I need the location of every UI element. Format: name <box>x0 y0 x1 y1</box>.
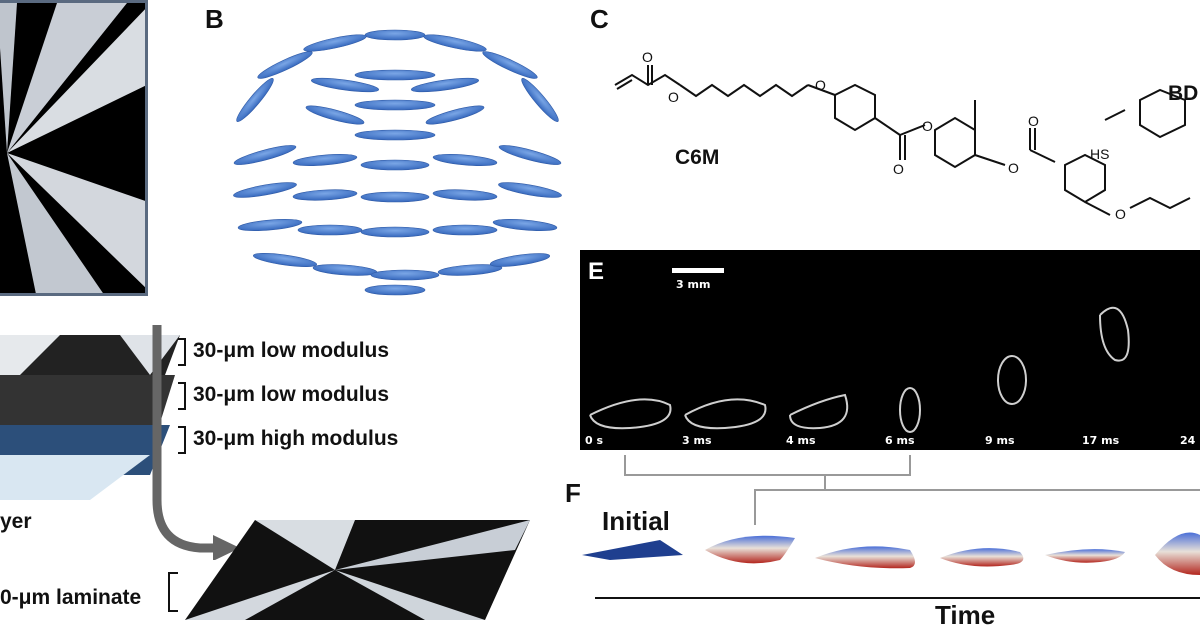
panel-label-b: B <box>205 4 224 34</box>
simulation-shapes <box>582 532 1200 575</box>
bracket-icon <box>168 572 178 612</box>
panel-label-e: E <box>588 258 605 285</box>
bracket-icon <box>178 382 186 410</box>
frame-time-3: 6 ms <box>885 434 915 447</box>
panel-label-f: F <box>565 478 581 508</box>
c6m-label: C6M <box>675 146 720 169</box>
initial-label: Initial <box>602 506 670 536</box>
layer-label-1: 30-μm low modulus <box>193 339 390 362</box>
radial-pattern-svg <box>0 3 145 293</box>
hs-label: HS <box>1090 146 1110 162</box>
frame-time-5: 17 ms <box>1082 434 1120 447</box>
time-axis-line <box>595 597 1200 599</box>
filmstrip-shapes <box>589 306 1130 433</box>
layer-stack-illustration <box>0 335 180 500</box>
frame-time-0: 0 s <box>585 434 604 447</box>
bracket-icon <box>178 426 186 454</box>
layer-label-2: 30-μm low modulus <box>193 383 390 406</box>
frame-time-6: 24 <box>1180 434 1196 447</box>
svg-text:O: O <box>668 89 679 105</box>
frame-time-2: 4 ms <box>786 434 816 447</box>
svg-text:O: O <box>642 49 653 65</box>
bracket-icon <box>178 338 186 366</box>
scale-bar-label: 3 mm <box>676 278 711 291</box>
partial-layer-label: yer <box>0 510 32 533</box>
bd-label-partial: BD <box>1168 82 1199 105</box>
panel-label-c: C <box>590 4 609 34</box>
panel-e-filmstrip <box>580 250 1200 450</box>
svg-text:O: O <box>1028 113 1039 129</box>
laminate-label: 0-μm laminate <box>0 586 142 609</box>
laminate-illustration <box>185 520 530 620</box>
chemical-structure-c6m: O O O O O O O O <box>614 49 1191 222</box>
panel-a-polarized-image <box>0 0 148 296</box>
time-label: Time <box>935 600 996 630</box>
svg-text:O: O <box>922 118 933 134</box>
svg-text:O: O <box>815 77 826 93</box>
frame-time-1: 3 ms <box>682 434 712 447</box>
layer-label-3: 30-μm high modulus <box>193 427 399 450</box>
frame-time-4: 9 ms <box>985 434 1015 447</box>
svg-text:O: O <box>1008 160 1019 176</box>
svg-text:O: O <box>1115 206 1126 222</box>
ellipsoid-drum-illustration <box>233 29 562 296</box>
arrow-icon <box>152 325 240 560</box>
svg-text:O: O <box>893 161 904 177</box>
connector-lines <box>624 455 1200 525</box>
scale-bar <box>672 268 724 273</box>
